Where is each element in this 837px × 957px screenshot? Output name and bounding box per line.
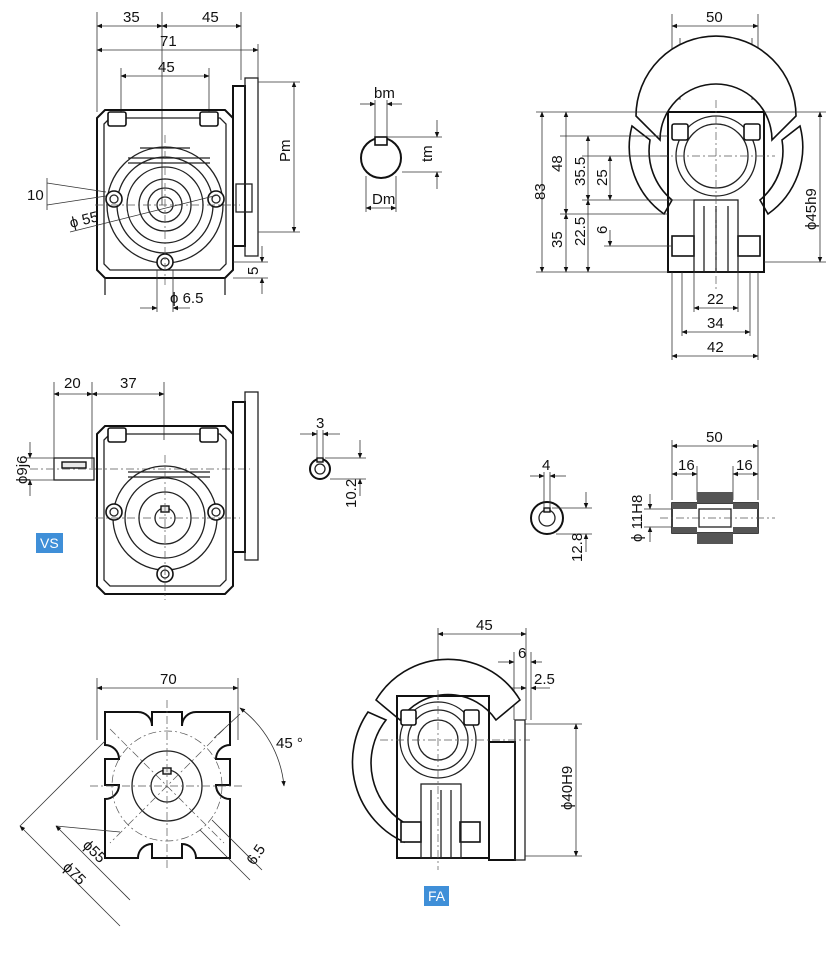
dim-6-fa: 6 xyxy=(518,645,526,662)
dim-50-shaft: 50 xyxy=(706,429,723,446)
fa-label-badge: FA xyxy=(424,886,450,906)
fa-view: 45 6 2.5 ϕ40H9 xyxy=(351,617,582,870)
dim-83: 83 xyxy=(532,183,549,200)
dim-45-inner: 45 xyxy=(158,59,175,76)
dim-4: 4 xyxy=(542,457,550,474)
dim-2-5-fa: 2.5 xyxy=(534,671,555,688)
dim-45-deg: 45 ° xyxy=(276,735,303,752)
dim-phi11h8: ϕ 11H8 xyxy=(629,495,646,542)
dim-34: 34 xyxy=(707,315,724,332)
side-view: 50 45 83 48 35.5 xyxy=(532,9,826,360)
dim-70: 70 xyxy=(160,671,177,688)
flange-view: 70 45 ° ϕ55 ϕ75 6.5 xyxy=(19,671,303,927)
dim-phi45h9: ϕ45h9 xyxy=(803,188,820,230)
dim-16-right: 16 xyxy=(736,457,753,474)
dim-tm: tm xyxy=(419,145,436,162)
shaft-key-detail: 3 10.2 xyxy=(300,415,366,508)
dim-phi6-5: ϕ 6.5 xyxy=(170,290,203,307)
vs-label-badge: VS xyxy=(36,533,63,553)
dim-phi75: ϕ75 xyxy=(59,859,89,889)
dim-10: 10 xyxy=(27,187,44,204)
dim-phi9j6: ϕ9j6 xyxy=(14,456,31,484)
dim-6: 6 xyxy=(594,226,611,234)
dim-48: 48 xyxy=(549,155,566,172)
dim-42: 42 xyxy=(707,339,724,356)
dim-dm: Dm xyxy=(372,191,395,208)
dim-25: 25 xyxy=(594,169,611,186)
dim-37: 37 xyxy=(120,375,137,392)
dim-35: 35 xyxy=(123,9,140,26)
vs-view: 20 37 ϕ9j6 xyxy=(14,375,259,600)
dim-10-2: 10.2 xyxy=(343,479,360,508)
dim-bm: bm xyxy=(374,85,395,102)
hollow-key-detail: 4 12.8 xyxy=(530,457,592,562)
dim-22-5: 22.5 xyxy=(572,217,589,246)
dim-20: 20 xyxy=(64,375,81,392)
dim-phi40h9: ϕ40H9 xyxy=(559,766,576,810)
dim-6-5: 6.5 xyxy=(243,841,269,868)
dim-35-5: 35.5 xyxy=(572,157,589,186)
dim-3: 3 xyxy=(316,415,324,432)
dim-71: 71 xyxy=(160,33,177,50)
dim-16-left: 16 xyxy=(678,457,695,474)
dim-12-8: 12.8 xyxy=(569,533,586,562)
front-view: 35 45 71 45 P xyxy=(27,9,300,312)
dim-50-top: 50 xyxy=(706,9,723,26)
dim-45-fa: 45 xyxy=(476,617,493,634)
dim-45-top: 45 xyxy=(202,9,219,26)
key-detail: bm tm Dm xyxy=(360,85,442,212)
dim-pm: Pm xyxy=(277,140,294,163)
dim-35: 35 xyxy=(549,231,566,248)
dim-phi55: ϕ 55 xyxy=(68,208,101,232)
output-shaft-detail: 50 16 16 ϕ 11H8 xyxy=(629,429,775,544)
dim-22: 22 xyxy=(707,291,724,308)
dim-5: 5 xyxy=(245,267,262,275)
